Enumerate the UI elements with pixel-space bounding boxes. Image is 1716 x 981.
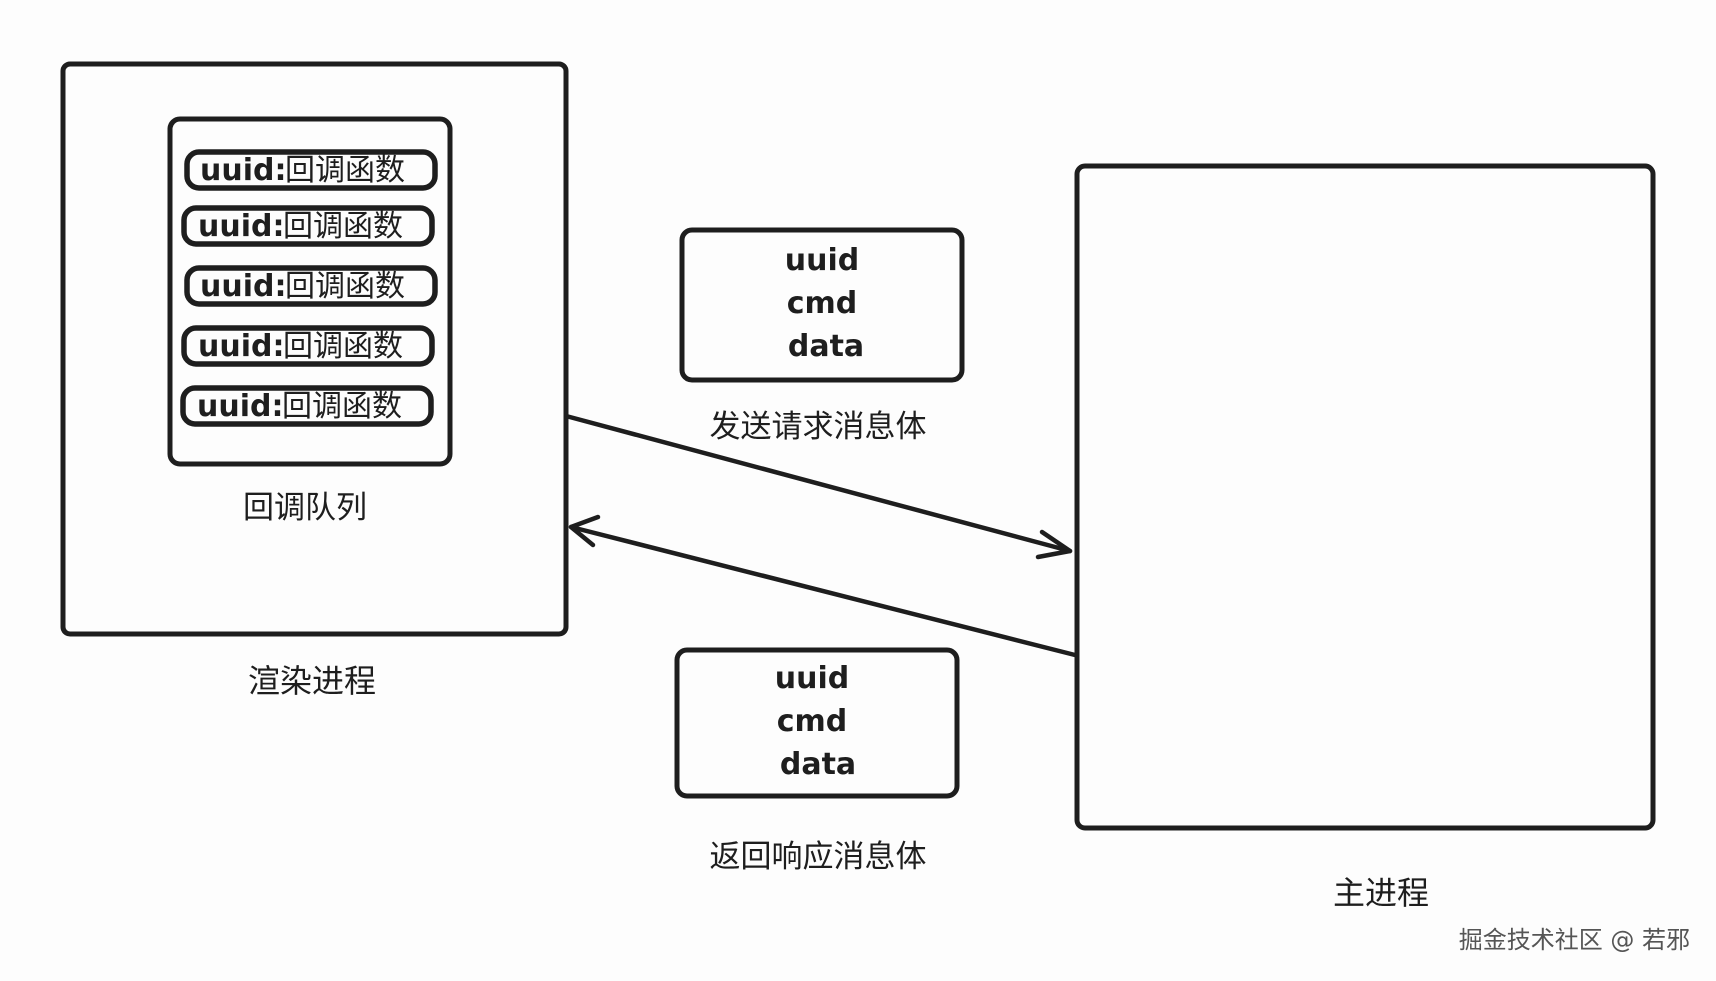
main-process-box bbox=[1074, 163, 1656, 831]
request-arrow-line bbox=[563, 413, 1073, 554]
request-arrow bbox=[563, 413, 1073, 560]
response-arrow bbox=[568, 514, 1078, 658]
queue-entry-value: 回调函数 bbox=[283, 209, 403, 244]
watermark: 掘金技术社区 @ 若邪 bbox=[1459, 926, 1690, 954]
renderer-process-label: 渲染进程 bbox=[248, 662, 376, 700]
queue-entry: uuid: 回调函数 bbox=[181, 205, 435, 247]
response-field-uuid: uuid bbox=[775, 661, 849, 696]
queue-entry-key: uuid: bbox=[198, 329, 284, 364]
queue-entry: uuid: 回调函数 bbox=[181, 325, 435, 367]
callback-queue-box bbox=[167, 116, 453, 467]
request-field-data: data bbox=[788, 329, 864, 364]
renderer-process: 渲染进程 bbox=[60, 61, 569, 700]
queue-entry-box bbox=[181, 325, 435, 367]
response-message: uuid cmd data 返回响应消息体 bbox=[674, 647, 960, 875]
request-arrowhead-icon bbox=[1035, 529, 1073, 560]
callback-queue-label: 回调队列 bbox=[243, 490, 367, 526]
queue-entry-box bbox=[180, 385, 434, 427]
queue-entry-box bbox=[181, 205, 435, 247]
queue-entry: uuid: 回调函数 bbox=[180, 385, 434, 427]
request-field-cmd: cmd bbox=[787, 286, 858, 321]
queue-entry-value: 回调函数 bbox=[282, 389, 402, 424]
response-message-label: 返回响应消息体 bbox=[710, 839, 927, 875]
queue-entry-value: 回调函数 bbox=[285, 269, 405, 304]
queue-entry-key: uuid: bbox=[198, 209, 284, 244]
queue-entry-value: 回调函数 bbox=[283, 329, 403, 364]
main-process-label: 主进程 bbox=[1333, 874, 1429, 912]
response-field-data: data bbox=[780, 747, 856, 782]
queue-entry-key: uuid: bbox=[197, 389, 283, 424]
renderer-process-box bbox=[60, 61, 569, 637]
request-message: uuid cmd data 发送请求消息体 bbox=[679, 227, 965, 445]
response-message-box bbox=[674, 647, 960, 799]
queue-entry: uuid: 回调函数 bbox=[184, 149, 438, 191]
response-arrow-line bbox=[568, 524, 1078, 658]
queue-entry-box bbox=[184, 265, 438, 307]
queue-entry-value: 回调函数 bbox=[285, 153, 405, 188]
response-arrowhead-icon bbox=[568, 514, 601, 548]
main-process: 主进程 bbox=[1074, 163, 1656, 912]
queue-entry-key: uuid: bbox=[200, 269, 286, 304]
callback-queue: 回调队列 uuid: 回调函数 uuid: 回调函数 uuid: 回调函数 uu… bbox=[167, 116, 453, 526]
request-message-box bbox=[679, 227, 965, 383]
queue-entry-key: uuid: bbox=[200, 153, 286, 188]
queue-entry-box bbox=[184, 149, 438, 191]
response-field-cmd: cmd bbox=[777, 704, 848, 739]
request-message-label: 发送请求消息体 bbox=[710, 409, 927, 445]
queue-entry: uuid: 回调函数 bbox=[184, 265, 438, 307]
request-field-uuid: uuid bbox=[785, 243, 859, 278]
